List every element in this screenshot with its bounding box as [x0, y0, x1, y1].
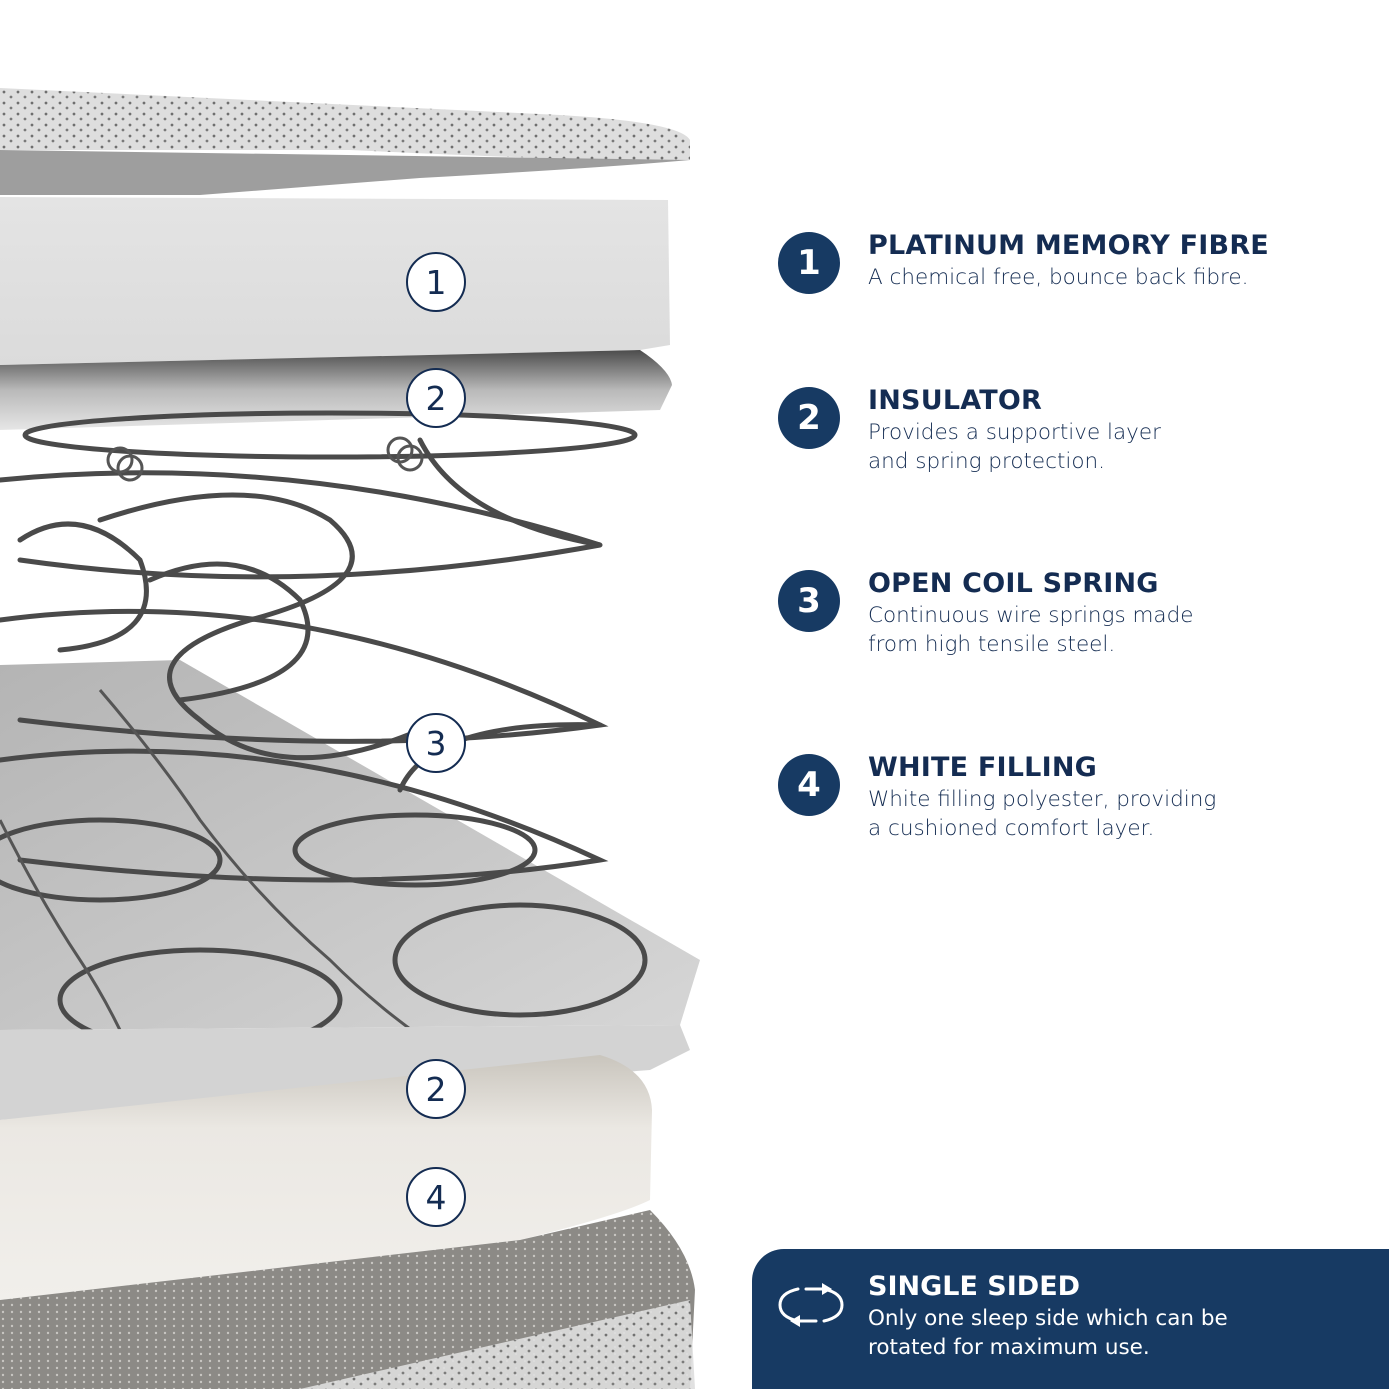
callout-description-line: rotated for maximum use.	[868, 1334, 1150, 1360]
feature-description-line: A chemical free, bounce back fibre.	[868, 265, 1249, 290]
feature-title: PLATINUM MEMORY FIBRE	[868, 230, 1269, 261]
feature-title: INSULATOR	[868, 385, 1042, 416]
feature-description-line: a cushioned comfort layer.	[868, 815, 1155, 841]
feature-title: OPEN COIL SPRING	[868, 568, 1159, 599]
feature-text: OPEN COIL SPRING Continuous wire springs…	[868, 569, 1193, 659]
rotate-icon	[778, 1283, 844, 1327]
feature-platinum-memory-fibre: 1 PLATINUM MEMORY FIBRE A chemical free,…	[778, 231, 1338, 294]
feature-description: White filling polyester, providing a cus…	[868, 786, 1216, 843]
feature-text: INSULATOR Provides a supportive layer an…	[868, 386, 1161, 476]
feature-description-line: and spring protection.	[868, 448, 1105, 474]
feature-description-line: White filling polyester, providing	[868, 787, 1217, 812]
marker-number: 2	[425, 378, 447, 418]
badge-number: 3	[797, 581, 821, 621]
feature-open-coil-spring: 3 OPEN COIL SPRING Continuous wire sprin…	[778, 569, 1338, 659]
single-sided-callout: SINGLE SIDED Only one sleep side which c…	[752, 1249, 1389, 1389]
callout-description-line: Only one sleep side which can be	[868, 1306, 1228, 1331]
badge-number: 2	[797, 398, 821, 438]
feature-title: WHITE FILLING	[868, 752, 1097, 783]
callout-text: SINGLE SIDED Only one sleep side which c…	[868, 1271, 1228, 1362]
feature-white-filling: 4 WHITE FILLING White filling polyester,…	[778, 753, 1338, 843]
number-badge-2: 2	[778, 387, 840, 449]
number-badge-3: 3	[778, 570, 840, 632]
feature-description: A chemical free, bounce back fibre.	[868, 264, 1269, 293]
badge-number: 4	[797, 765, 821, 805]
layer-marker-2-top: 2	[406, 368, 466, 428]
number-badge-1: 1	[778, 232, 840, 294]
callout-title: SINGLE SIDED	[868, 1271, 1081, 1302]
layer-marker-2-bottom: 2	[406, 1059, 466, 1119]
number-badge-4: 4	[778, 754, 840, 816]
marker-number: 3	[425, 723, 447, 763]
feature-description-line: from high tensile steel.	[868, 631, 1116, 657]
feature-description-line: Continuous wire springs made	[868, 603, 1194, 628]
feature-text: PLATINUM MEMORY FIBRE A chemical free, b…	[868, 231, 1269, 293]
mattress-layers-graphic	[0, 88, 700, 1389]
feature-description: Provides a supportive layer and spring p…	[868, 419, 1161, 476]
feature-insulator: 2 INSULATOR Provides a supportive layer …	[778, 386, 1338, 476]
marker-number: 2	[425, 1069, 447, 1109]
marker-number: 1	[425, 262, 447, 302]
layer-marker-3: 3	[406, 713, 466, 773]
feature-description-line: Provides a supportive layer	[868, 420, 1161, 445]
mattress-illustration: 1 2 3 2 4	[0, 88, 700, 1389]
marker-number: 4	[425, 1177, 447, 1217]
layer-marker-1: 1	[406, 252, 466, 312]
feature-description: Continuous wire springs made from high t…	[868, 602, 1193, 659]
layer-marker-4: 4	[406, 1167, 466, 1227]
badge-number: 1	[797, 243, 821, 283]
callout-description: Only one sleep side which can be rotated…	[868, 1305, 1228, 1362]
feature-text: WHITE FILLING White filling polyester, p…	[868, 753, 1216, 843]
